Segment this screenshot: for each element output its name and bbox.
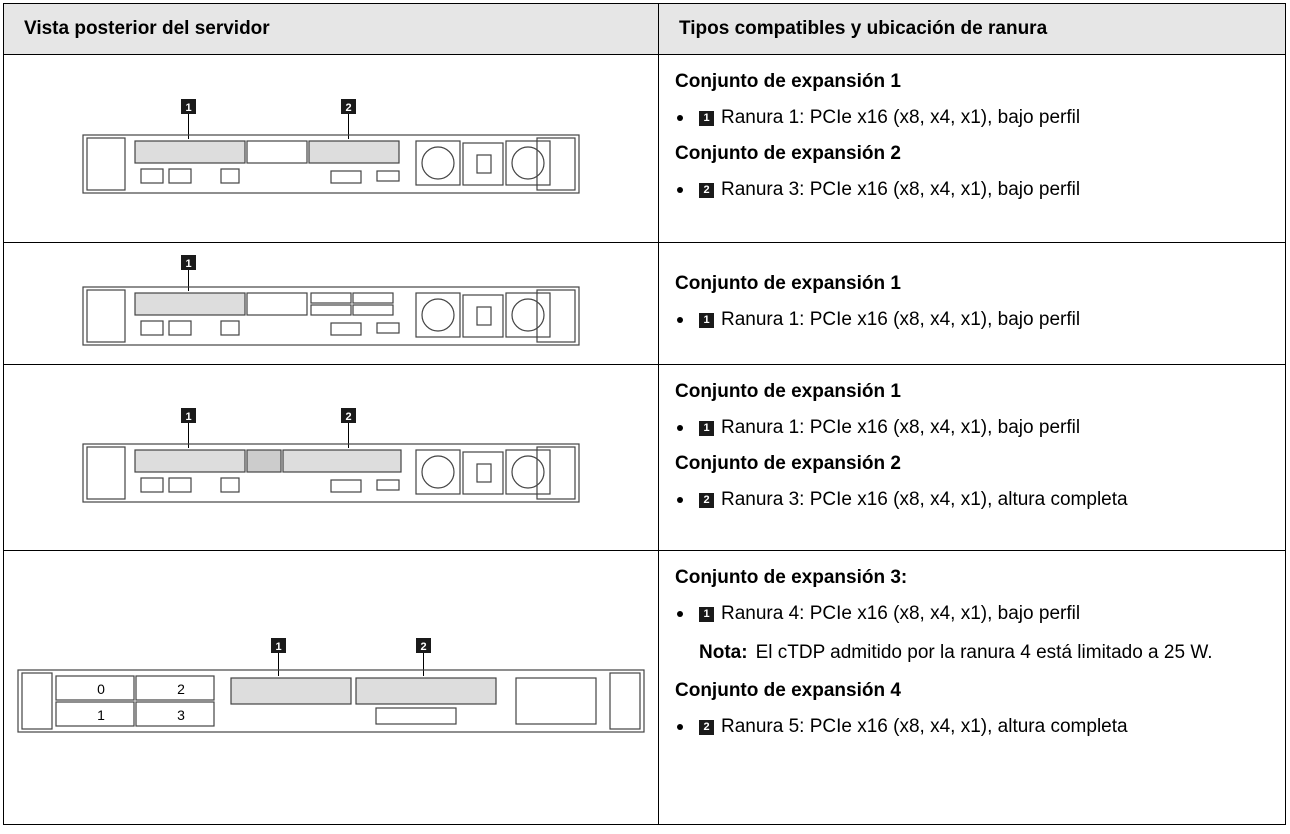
slot-item: 1 Ranura 1: PCIe x16 (x8, x4, x1), bajo p… <box>675 417 1267 439</box>
callout-badge: 1 <box>699 606 714 622</box>
riser-heading: Conjunto de expansión 3: <box>675 567 908 588</box>
note-block: Nota: El cTDP admitido por la ranura 4 es… <box>699 639 1267 666</box>
callout-badge-2 <box>416 638 431 653</box>
server-rear-diagram: 1 <box>82 255 580 346</box>
callout-label: 1 <box>185 411 191 423</box>
rear-view-cell: 1 2 0 2 <box>3 550 659 825</box>
server-rear-diagram: 1 2 0 2 <box>17 638 645 733</box>
slot-description: Ranura 1: PCIe x16 (x8, x4, x1), bajo pe… <box>721 309 1081 330</box>
riser-heading: Conjunto de expansión 2 <box>675 453 901 474</box>
callout-label: 1 <box>185 258 191 270</box>
slot-item: 2 Ranura 3: PCIe x16 (x8, x4, x1), bajo p… <box>675 179 1267 201</box>
drive-bay-label: 3 <box>177 707 185 723</box>
callout-label: 1 <box>275 641 281 653</box>
slot-spec-table: Vista posterior del servidor Tipos compa… <box>3 3 1286 825</box>
slot-info-cell: Conjunto de expansión 3: 1 Ranura 4: PCIe… <box>658 550 1286 825</box>
callout-badge: 2 <box>699 492 714 508</box>
callout-badge-1 <box>271 638 286 653</box>
header-slot-types: Tipos compatibles y ubicación de ranura <box>658 3 1286 55</box>
callout-badge-2 <box>341 99 356 114</box>
callout-badge-1 <box>181 255 196 270</box>
slot-item: 1 Ranura 4: PCIe x16 (x8, x4, x1), bajo p… <box>675 603 1267 625</box>
callout-badge: 2 <box>699 182 714 198</box>
note-text: El cTDP admitido por la ranura 4 está li… <box>755 642 1213 663</box>
bullet-icon <box>677 724 683 730</box>
table-header-row: Vista posterior del servidor Tipos compa… <box>3 3 1286 55</box>
slot-item: 1 Ranura 1: PCIe x16 (x8, x4, x1), bajo p… <box>675 107 1267 129</box>
callout-badge: 1 <box>699 312 714 328</box>
slot-description: Ranura 1: PCIe x16 (x8, x4, x1), bajo pe… <box>721 107 1081 128</box>
slot-description: Ranura 4: PCIe x16 (x8, x4, x1), bajo pe… <box>721 603 1081 624</box>
slot-item: 1 Ranura 1: PCIe x16 (x8, x4, x1), bajo p… <box>675 309 1267 331</box>
slot-info-cell: Conjunto de expansión 1 1 Ranura 1: PCIe … <box>658 242 1286 365</box>
callout-label: 2 <box>420 641 426 653</box>
rear-view-cell: 1 <box>3 242 659 365</box>
bullet-icon <box>677 115 683 121</box>
bullet-icon <box>677 317 683 323</box>
bullet-icon <box>677 187 683 193</box>
riser-heading: Conjunto de expansión 4 <box>675 680 901 701</box>
riser-heading: Conjunto de expansión 1 <box>675 71 901 92</box>
rear-view-cell: 1 2 <box>3 54 659 243</box>
callout-badge: 2 <box>699 719 714 735</box>
drive-bay-label: 2 <box>177 681 185 697</box>
header-rear-view: Vista posterior del servidor <box>3 3 659 55</box>
server-rear-diagram: 1 2 <box>82 99 580 194</box>
note-label: Nota: <box>699 642 748 663</box>
bullet-icon <box>677 497 683 503</box>
riser-heading: Conjunto de expansión 1 <box>675 273 901 294</box>
rear-view-cell: 1 2 <box>3 364 659 551</box>
riser-heading: Conjunto de expansión 2 <box>675 143 901 164</box>
callout-label: 2 <box>345 102 351 114</box>
slot-description: Ranura 5: PCIe x16 (x8, x4, x1), altura … <box>721 716 1128 737</box>
riser-heading: Conjunto de expansión 1 <box>675 381 901 402</box>
table-row: 1 2 <box>3 54 1286 243</box>
callout-badge: 1 <box>699 420 714 436</box>
callout-badge-1 <box>181 99 196 114</box>
drive-bay-label: 0 <box>97 681 105 697</box>
slot-info-cell: Conjunto de expansión 1 1 Ranura 1: PCIe … <box>658 364 1286 551</box>
callout-label: 2 <box>345 411 351 423</box>
slot-info-cell: Conjunto de expansión 1 1 Ranura 1: PCIe … <box>658 54 1286 243</box>
slot-item: 2 Ranura 3: PCIe x16 (x8, x4, x1), altura… <box>675 489 1267 511</box>
callout-badge-2 <box>341 408 356 423</box>
slot-description: Ranura 1: PCIe x16 (x8, x4, x1), bajo pe… <box>721 417 1081 438</box>
slot-description: Ranura 3: PCIe x16 (x8, x4, x1), altura … <box>721 489 1128 510</box>
slot-item: 2 Ranura 5: PCIe x16 (x8, x4, x1), altura… <box>675 716 1267 738</box>
table-row: 1 <box>3 242 1286 365</box>
callout-label: 1 <box>185 102 191 114</box>
callout-badge-1 <box>181 408 196 423</box>
slot-description: Ranura 3: PCIe x16 (x8, x4, x1), bajo pe… <box>721 179 1081 200</box>
table-row: 1 2 0 2 <box>3 550 1286 825</box>
callout-badge: 1 <box>699 110 714 126</box>
bullet-icon <box>677 611 683 617</box>
table-row: 1 2 <box>3 364 1286 551</box>
drive-bay-label: 1 <box>97 707 105 723</box>
bullet-icon <box>677 425 683 431</box>
server-rear-diagram: 1 2 <box>82 408 580 503</box>
